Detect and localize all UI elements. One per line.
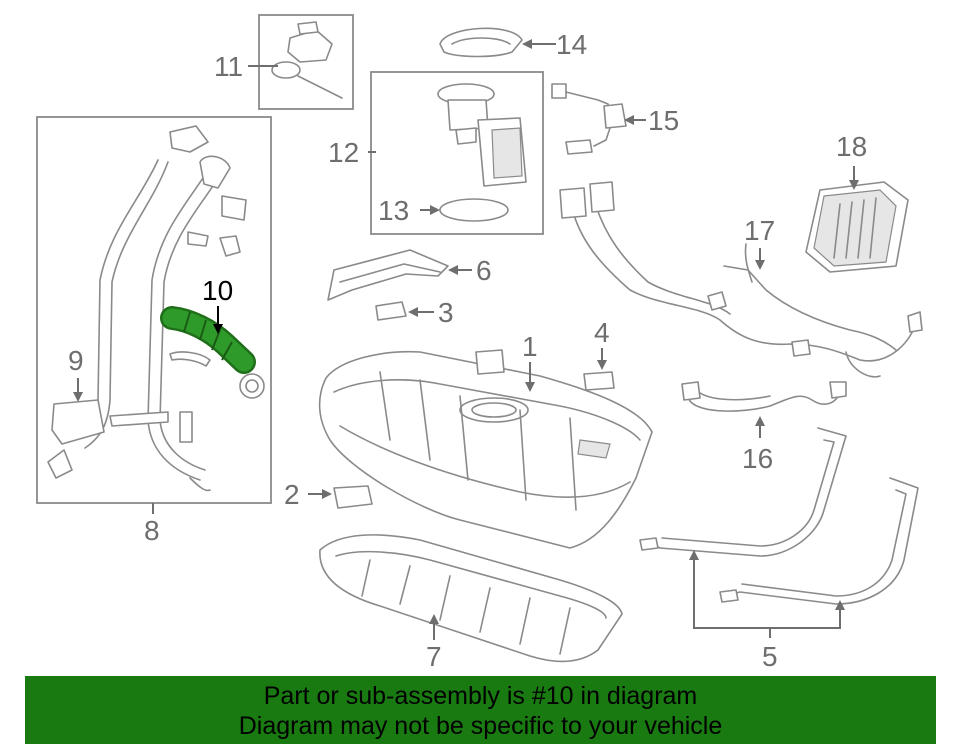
callout-6: 6 bbox=[476, 255, 492, 286]
callout-4: 4 bbox=[594, 317, 610, 348]
callout-leaders bbox=[73, 39, 859, 640]
callout-3: 3 bbox=[438, 297, 454, 328]
jumper-harness-drawing bbox=[551, 83, 627, 155]
skid-plate-drawing bbox=[319, 534, 623, 663]
callout-17: 17 bbox=[744, 215, 775, 246]
info-banner: Part or sub-assembly is #10 in diagram D… bbox=[25, 676, 936, 744]
banner-line-2: Diagram may not be specific to your vehi… bbox=[238, 712, 723, 740]
pad-3 bbox=[375, 301, 407, 321]
callout-15: 15 bbox=[648, 105, 679, 136]
callout-10: 10 bbox=[202, 275, 233, 306]
part-10-hose-highlight bbox=[160, 306, 256, 374]
callout-7: 7 bbox=[426, 641, 442, 672]
pad-4 bbox=[583, 371, 615, 391]
fuel-cap-box bbox=[258, 14, 354, 110]
callout-1: 1 bbox=[522, 331, 538, 362]
callout-14: 14 bbox=[556, 29, 587, 60]
callout-5: 5 bbox=[762, 641, 778, 672]
evap-canister-drawing bbox=[805, 181, 909, 273]
callout-13: 13 bbox=[378, 195, 409, 226]
pad-2 bbox=[333, 485, 373, 509]
jumper-harness-16-drawing bbox=[681, 381, 847, 412]
tank-straps-drawing bbox=[639, 427, 919, 605]
callout-8: 8 bbox=[144, 515, 160, 546]
main-harness-drawing bbox=[559, 181, 923, 378]
filler-pipe-drawing bbox=[47, 125, 265, 492]
callout-2: 2 bbox=[284, 479, 300, 510]
callout-16: 16 bbox=[742, 443, 773, 474]
callout-9: 9 bbox=[68, 345, 84, 376]
callout-11: 11 bbox=[214, 51, 243, 82]
callout-18: 18 bbox=[836, 131, 867, 162]
fuel-tank-drawing bbox=[318, 349, 653, 549]
lock-ring-drawing bbox=[439, 27, 523, 58]
heat-shield-drawing bbox=[327, 249, 449, 301]
banner-line-1: Part or sub-assembly is #10 in diagram bbox=[263, 682, 698, 710]
fuel-pump-drawing bbox=[437, 83, 527, 222]
callout-12: 12 bbox=[328, 137, 359, 168]
fuel-cap-drawing bbox=[271, 21, 343, 99]
